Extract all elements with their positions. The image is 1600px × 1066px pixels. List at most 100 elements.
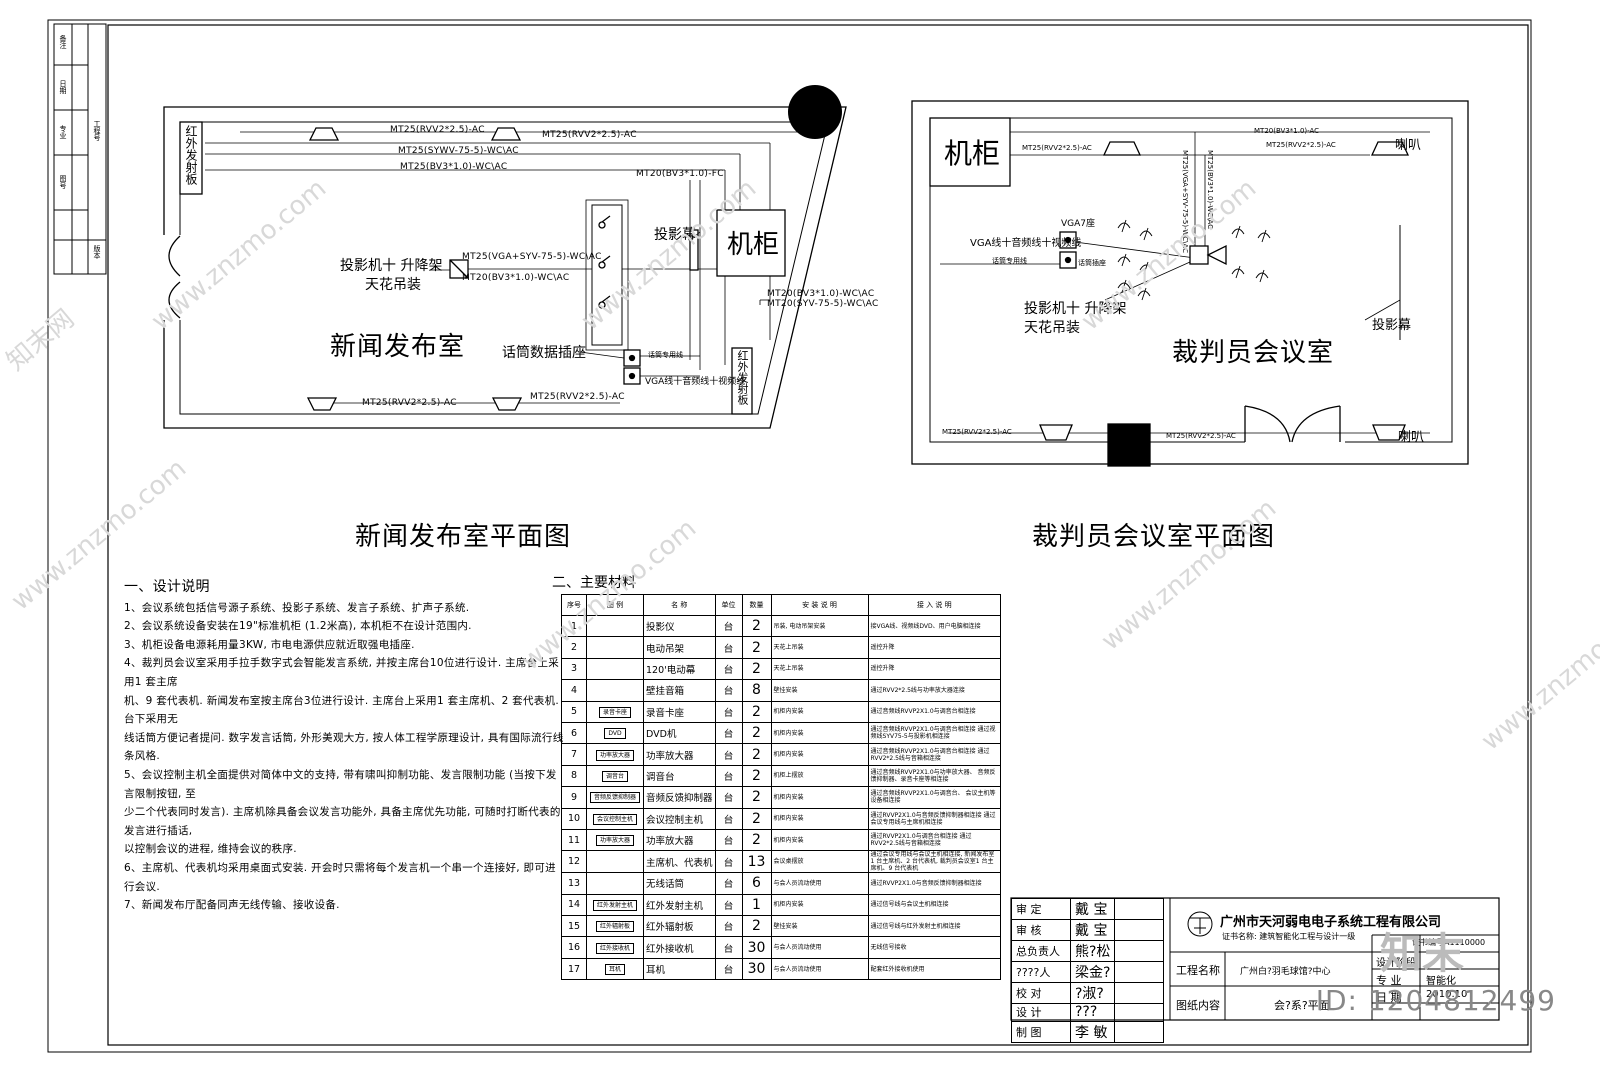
row-conn: 通过音频线RVVP2X1.0与调音台、 会议主机等设备相连接 — [867, 786, 1002, 809]
symbol-box: 功率放大器 — [595, 749, 634, 761]
row-qty: 2 — [741, 700, 772, 723]
referee-speaker-label-2: 喇叭 — [1398, 430, 1425, 445]
row-unit: 台 — [714, 936, 743, 959]
row-no: 13 — [561, 872, 587, 895]
symbol-box: 红外发射主机 — [592, 899, 637, 911]
row-qty: 2 — [741, 786, 772, 809]
referee-screen-label: 投影幕 — [1372, 318, 1412, 333]
symbol-box: 调音台 — [601, 770, 628, 782]
cert-name: 证书名称: 建筑智能化工程与设计一级 — [1222, 932, 1356, 941]
news-cable-1: MT25(RVV2*2.5)-AC — [390, 125, 485, 135]
signature-name: 戴 宝 — [1069, 898, 1116, 920]
symbol-box: 录音卡座 — [598, 706, 631, 718]
row-symbol: 音频反馈抑制器 — [586, 786, 644, 809]
referee-cable-1: MT25(RVV2*2.5)-AC — [1022, 144, 1092, 152]
signature-row: 制 图李 敏 — [1011, 1020, 1165, 1043]
row-conn: 通过音频线RVVP2X1.0与调音台相连接 通过视频线SYV75-5与投影机相连… — [867, 721, 1002, 745]
row-no: 7 — [561, 743, 587, 766]
referee-speaker-label-1: 喇叭 — [1395, 138, 1422, 153]
news-cable-5: MT20(BV3*1.0)-FC — [636, 169, 724, 179]
signature-cell — [1114, 919, 1165, 941]
row-symbol — [586, 850, 644, 874]
row-install: 机柜内安装 — [770, 893, 869, 917]
design-note-4b: 机、9 套代表机. 新闻发布室按主席台3位进行设计. 主席台上采用1 套主席机、… — [124, 694, 560, 726]
row-conn: 通过音频线RVVP2X1.0与调音台相连接 通过RVV2*2.5线与音箱相连接 — [867, 743, 1002, 766]
row-symbol: 录音卡座 — [586, 700, 644, 723]
row-symbol: 调音台 — [586, 764, 644, 788]
row-no: 4 — [561, 679, 587, 702]
news-room-name: 新闻发布室 — [330, 332, 466, 362]
referee-mic-socket: 话筒插座 — [1078, 259, 1106, 267]
signature-name: 李 敏 — [1069, 1020, 1116, 1043]
row-unit: 台 — [714, 743, 743, 766]
design-note-4: 4、裁判员会议室采用手拉手数字式会智能发言系统, 并按主席台10位进行设计. 主… — [124, 657, 560, 688]
signature-role: 审 核 — [1011, 919, 1071, 941]
row-no: 12 — [561, 850, 587, 874]
row-conn: 通过RVV2*2.5线与功率放大器连接 — [867, 679, 1002, 702]
news-cable-8: MT20(BV3*1.0)-WC\AC — [767, 289, 875, 299]
design-note-6: 6、主席机、代表机均采用桌面式安装. 开会时只需将每个发言机一个串一个连接好, … — [124, 861, 556, 893]
row-unit: 台 — [714, 657, 743, 681]
news-screen-label: 投影幕 — [654, 227, 696, 243]
strip-drawing-no: 图号 — [59, 175, 67, 189]
row-qty: 13 — [741, 850, 772, 874]
row-unit: 台 — [714, 636, 743, 659]
row-symbol: 会议控制主机 — [586, 807, 644, 830]
row-name: 红外发射主机 — [643, 893, 716, 917]
symbol-box: 会议控制主机 — [592, 813, 637, 825]
row-install: 机柜内安装 — [770, 828, 869, 852]
row-no: 14 — [561, 893, 587, 917]
row-install: 机柜内安装 — [770, 786, 869, 809]
row-conn: 通过音频线RVVP2X1.0与功率放大器、 音频反馈抑制器、录音卡座等相连接 — [867, 764, 1002, 788]
row-install: 机柜内安装 — [770, 721, 869, 745]
row-no: 8 — [561, 764, 587, 788]
news-cable-4: MT25(BV3*1.0)-WC\AC — [400, 162, 508, 172]
company-name: 广州市天河弱电电子系统工程有限公司 — [1220, 915, 1442, 930]
news-room-plan — [162, 106, 847, 429]
design-note-3: 3、机柜设备电源耗用量3KW, 市电电源供应就近取强电插座. — [124, 638, 415, 651]
news-mic-socket-label: 话筒数据插座 — [502, 345, 586, 361]
design-note-5b: 少二个代表同时发言). 主席机除具备会议发言功能外, 具备主席优先功能, 可随时… — [124, 806, 561, 837]
symbol-box: 功率放大器 — [595, 835, 634, 847]
row-conn: 遥控升降 — [867, 636, 1002, 659]
row-unit: 台 — [714, 957, 743, 981]
row-unit: 台 — [714, 850, 743, 874]
news-cable-7: MT20(BV3*1.0)-WC\AC — [462, 273, 570, 283]
row-install: 壁挂安装 — [770, 679, 869, 702]
row-qty: 6 — [741, 872, 772, 895]
design-notes: 一、设计说明 1、会议系统包括信号源子系统、投影子系统、发言子系统、扩声子系统.… — [124, 578, 564, 915]
id-tag: ID: 1204812499 — [1315, 984, 1556, 1017]
row-qty: 1 — [741, 893, 772, 917]
design-note-5: 5、会议控制主机全面提供对简体中文的支持, 带有啸叫抑制功能、发言限制功能 (当… — [124, 768, 557, 800]
signature-name: ?淑? — [1069, 982, 1116, 1004]
referee-cable-2: MT20(BV3*1.0)-AC — [1254, 127, 1320, 135]
row-qty: 2 — [741, 614, 772, 638]
strip-project-no: 工程号 — [93, 120, 101, 141]
news-cabinet-label: 机柜 — [727, 230, 780, 260]
design-note-4c: 线话筒方便记者提问. 数字发言话筒, 外形美观大方, 按人体工程学原理设计, 具… — [124, 731, 564, 763]
signature-role: 设 计 — [1011, 1003, 1071, 1022]
signature-cell — [1114, 940, 1165, 962]
project-value: 广州白?羽毛球馆?中心 — [1240, 967, 1331, 977]
row-name: 主席机、代表机 — [643, 850, 716, 874]
row-install: 与会人员流动使用 — [770, 936, 869, 959]
news-socket-vga: VGA线十音频线十视频线 — [645, 377, 746, 387]
signature-role: 制 图 — [1011, 1020, 1071, 1043]
row-no: 16 — [561, 936, 587, 959]
row-install: 机柜内安装 — [770, 807, 869, 830]
news-socket-mic: 话筒专用线 — [648, 351, 683, 359]
row-name: 功率放大器 — [643, 743, 716, 766]
row-conn: 通过RVVP2X1.0与音频反馈抑制器相连接 通过会议专用线与主席机相连接 — [867, 807, 1002, 830]
row-qty: 30 — [741, 957, 772, 981]
col-name: 名 称 — [643, 594, 716, 616]
referee-room-plan — [911, 100, 1469, 467]
row-qty: 2 — [741, 636, 772, 659]
row-name: 壁挂音箱 — [643, 679, 716, 702]
